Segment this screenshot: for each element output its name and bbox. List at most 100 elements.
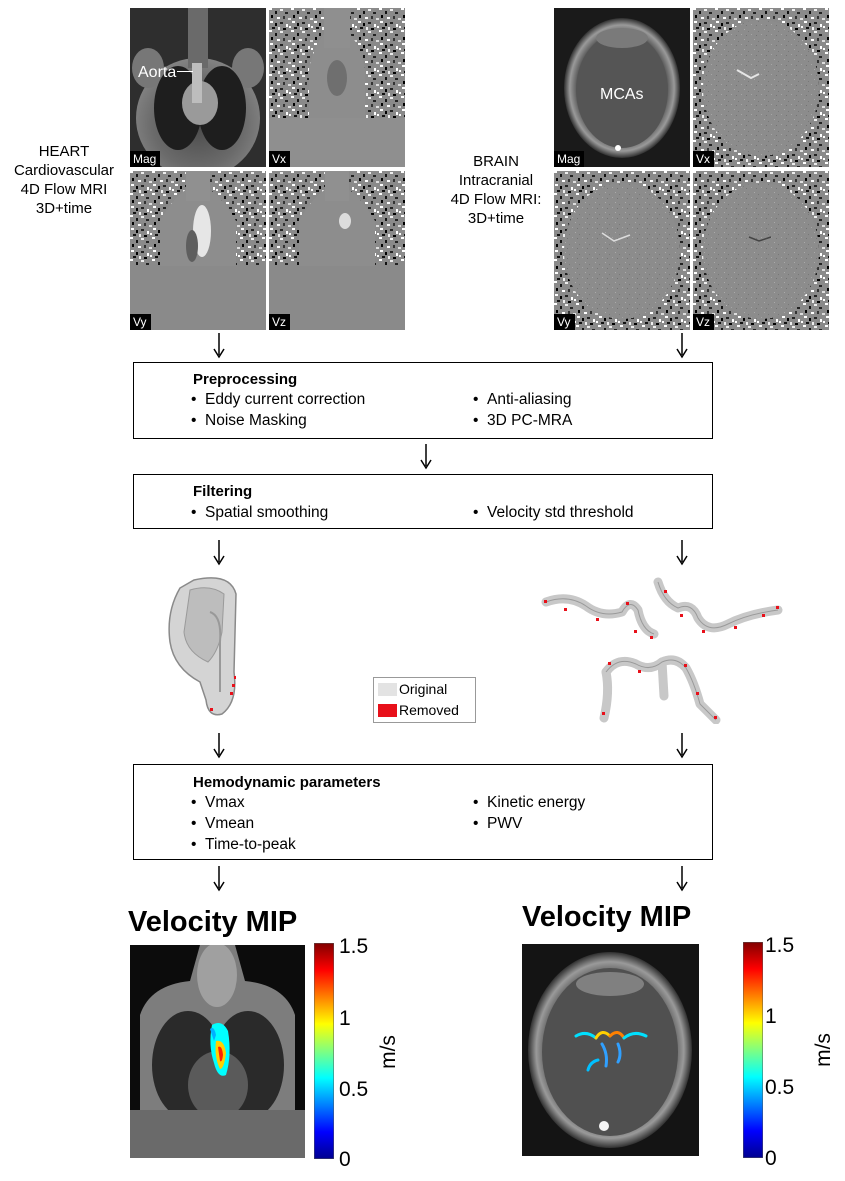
heart-mip-render [130,945,305,1158]
aorta-annotation: Aorta [138,64,193,82]
preprocessing-item-text: Eddy current correction [205,391,365,408]
aorta-label: Aorta [138,64,176,81]
legend-swatch-removed [378,704,397,717]
legend-label-removed: Removed [399,702,459,718]
brain-vz-image [693,171,829,330]
brain-vx-image [693,8,829,167]
brain-side-text-line: Intracranial [440,171,552,190]
filtering-title: Filtering [193,483,252,500]
brain-mag-label: Mag [554,151,584,167]
brain-vz-label: Vz [693,314,714,330]
legend-item-removed: Removed [378,702,459,718]
brain-vx-panel: Vx [693,8,829,167]
hemodynamic-item-text: PWV [487,815,522,832]
heart-mag-label: Mag [130,151,160,167]
heart-side-text-line: HEART [0,142,128,161]
filtering-item: • Velocity std threshold [473,504,634,522]
brain-vy-label: Vy [554,314,575,330]
heart-mag-panel: Aorta Mag [130,8,266,167]
heart-vz-panel: Vz [269,171,405,330]
arrow-down-icon [212,866,226,892]
preprocessing-item-text: Anti-aliasing [487,391,571,408]
preprocessing-item: • Noise Masking [191,412,307,430]
heart-mag-image [130,8,266,167]
brain-side-text-line: 3D+time [440,209,552,228]
hemodynamic-item: • Kinetic energy [473,794,585,812]
preprocessing-item: • 3D PC-MRA [473,412,572,430]
brain-vy-image [554,171,690,330]
brain-side-text-line: BRAIN [440,152,552,171]
mcas-label: MCAs [600,86,644,104]
hemodynamic-item: • Time-to-peak [191,836,296,854]
hemodynamic-title: Hemodynamic parameters [193,774,381,791]
arrow-down-icon [675,866,689,892]
legend-item-original: Original [378,681,447,697]
arrow-down-icon [675,333,689,359]
right-mip-title: Velocity MIP [522,901,691,934]
brain-mip-render [522,944,699,1156]
aorta-segmentation-render [150,572,260,720]
heart-side-text-line: 4D Flow MRI [0,180,128,199]
preprocessing-item-text: 3D PC-MRA [487,412,572,429]
left-colorbar-tick: 1 [339,1007,351,1031]
hemodynamic-item-text: Time-to-peak [205,836,296,853]
brain-vx-label: Vx [693,151,714,167]
right-colorbar-unit: m/s [812,1033,836,1067]
heart-vx-panel: Vx [269,8,405,167]
heart-mip-image [130,945,305,1158]
hemodynamic-item-text: Vmean [205,815,254,832]
preprocessing-item: • Anti-aliasing [473,391,571,409]
left-colorbar-unit: m/s [377,1035,401,1069]
segmentation-legend: Original Removed [373,677,476,723]
preprocessing-box: Preprocessing • Eddy current correction … [133,362,713,439]
heart-vy-image [130,171,266,330]
hemodynamic-item-text: Kinetic energy [487,794,585,811]
arrow-down-icon [675,733,689,759]
arrow-down-icon [212,733,226,759]
left-colorbar-tick: 1.5 [339,935,368,959]
left-colorbar-tick: 0 [339,1148,351,1172]
hemodynamic-item: • Vmean [191,815,254,833]
heart-vx-label: Vx [269,151,290,167]
hemodynamic-box: Hemodynamic parameters • Vmax • Vmean • … [133,764,713,860]
filtering-item-text: Velocity std threshold [487,504,633,521]
legend-label-original: Original [399,681,447,697]
heart-vy-label: Vy [130,314,151,330]
brain-vy-panel: Vy [554,171,690,330]
right-colorbar-tick: 0.5 [765,1076,794,1100]
preprocessing-item: • Eddy current correction [191,391,365,409]
brain-side-text-line: 4D Flow MRI: [440,190,552,209]
heart-vy-panel: Vy [130,171,266,330]
legend-swatch-original [378,683,397,696]
right-colorbar [743,942,763,1158]
preprocessing-item-text: Noise Masking [205,412,307,429]
mca-segmentation-render [538,572,788,724]
heart-vx-image [269,8,405,167]
brain-mip-image [522,944,699,1156]
heart-vz-image [269,171,405,330]
preprocessing-title: Preprocessing [193,371,297,388]
right-colorbar-tick: 1.5 [765,934,794,958]
heart-vz-label: Vz [269,314,290,330]
arrow-down-icon [212,540,226,566]
brain-side-text: BRAIN Intracranial 4D Flow MRI: 3D+time [440,152,552,228]
heart-side-text-line: Cardiovascular [0,161,128,180]
arrow-down-icon [675,540,689,566]
hemodynamic-item: • Vmax [191,794,245,812]
brain-mag-panel: MCAs Mag [554,8,690,167]
hemodynamic-item: • PWV [473,815,522,833]
right-colorbar-tick: 0 [765,1147,777,1171]
heart-side-text: HEART Cardiovascular 4D Flow MRI 3D+time [0,142,128,218]
right-colorbar-tick: 1 [765,1005,777,1029]
left-colorbar [314,943,334,1159]
arrow-down-icon [212,333,226,359]
brain-vz-panel: Vz [693,171,829,330]
hemodynamic-item-text: Vmax [205,794,245,811]
left-colorbar-tick: 0.5 [339,1078,368,1102]
filtering-item: • Spatial smoothing [191,504,328,522]
left-mip-title: Velocity MIP [128,906,297,939]
heart-side-text-line: 3D+time [0,199,128,218]
filtering-item-text: Spatial smoothing [205,504,328,521]
filtering-box: Filtering • Spatial smoothing • Velocity… [133,474,713,529]
arrow-down-icon [419,444,433,470]
